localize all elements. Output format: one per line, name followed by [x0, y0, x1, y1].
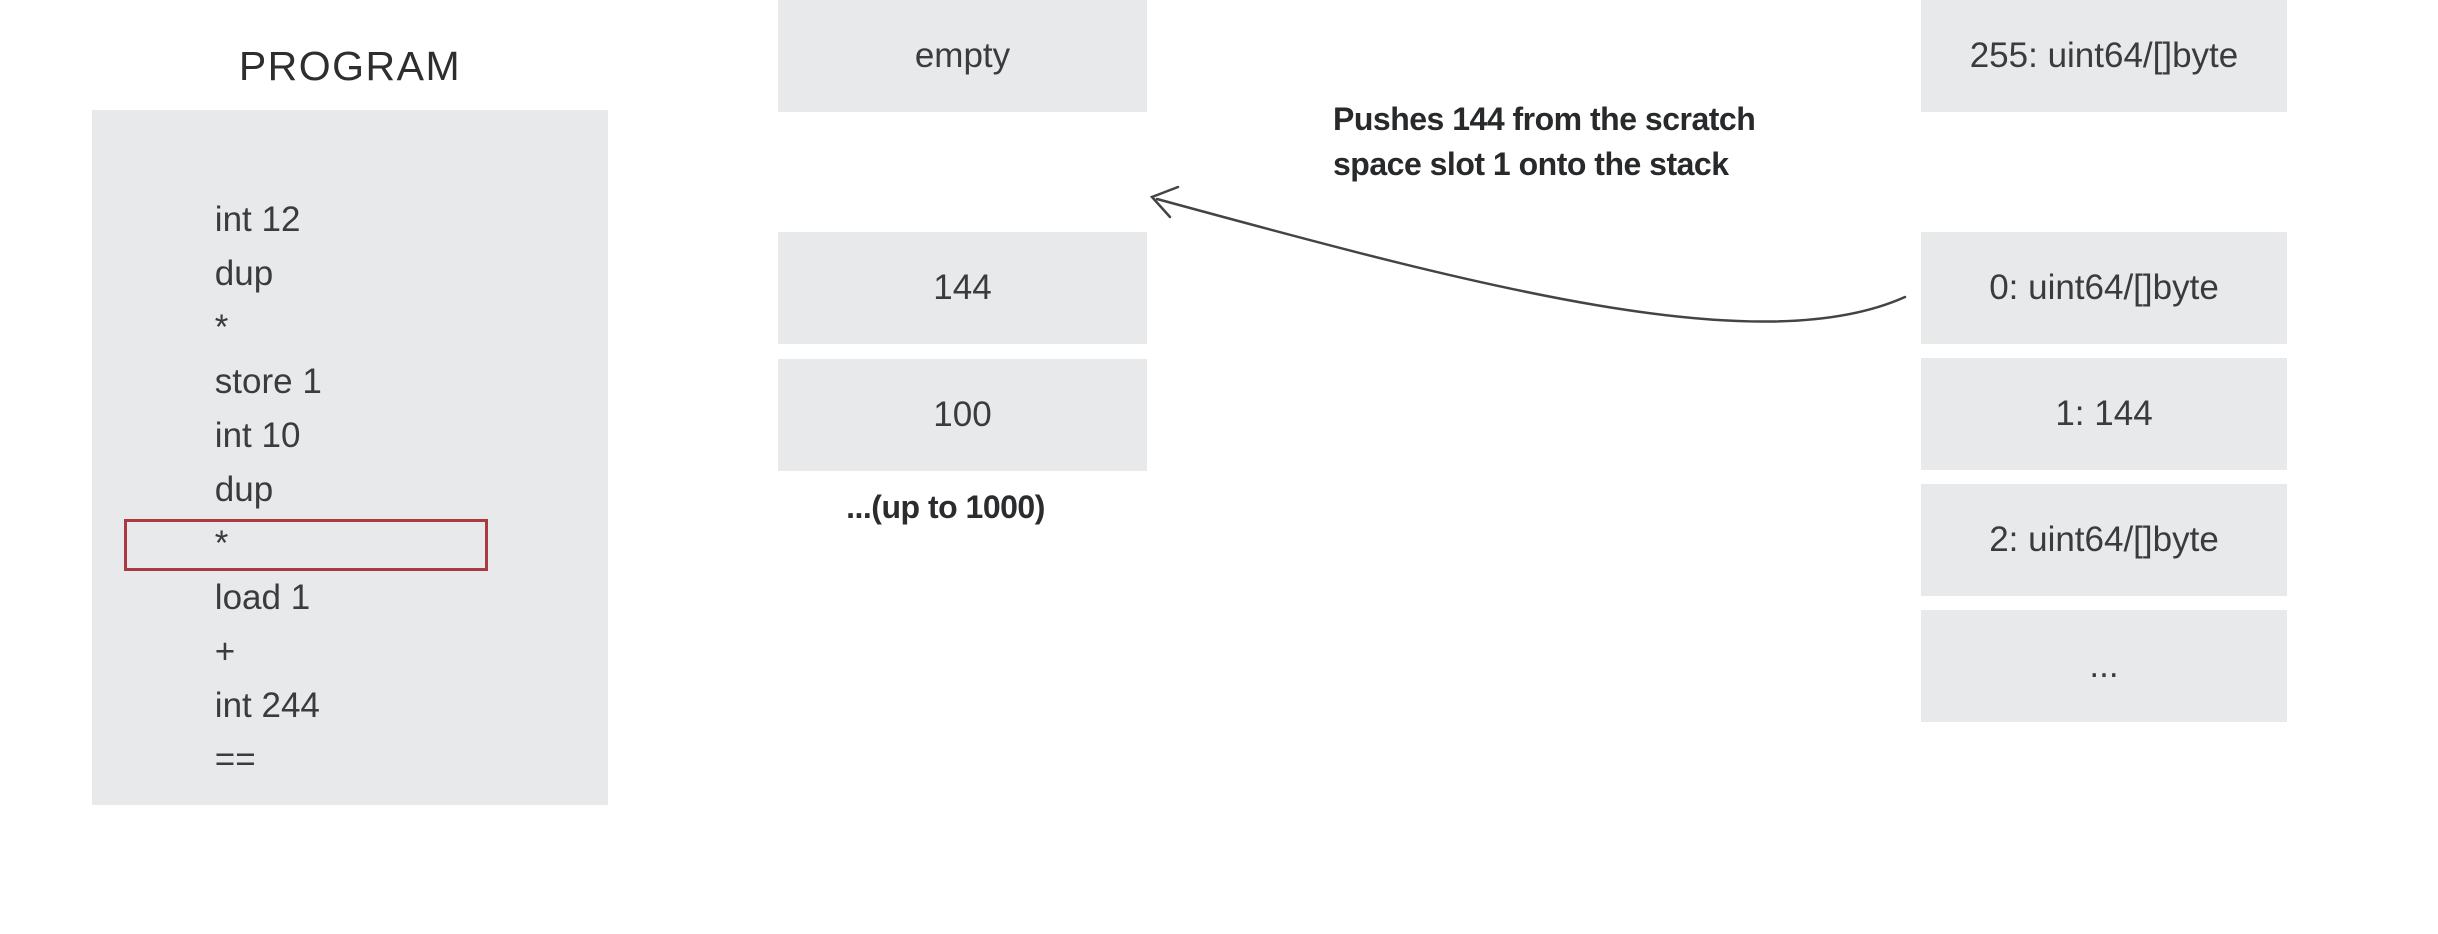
program-instruction-line: == [137, 679, 608, 779]
program-instruction-text: dup [214, 254, 274, 293]
stack-cell-value: 144 [933, 268, 992, 307]
stack-cell: empty [778, 0, 1147, 112]
scratch-space-cell-value: 2: uint64/[]byte [1989, 520, 2219, 559]
program-instruction-text: load 1 [214, 578, 311, 617]
scratch-space-cell: 2: uint64/[]byte [1921, 484, 2287, 596]
program-instruction-line: store 1 [137, 301, 608, 401]
program-instruction-line: int 12 [137, 139, 608, 239]
scratch-space-cell: ... [1921, 610, 2287, 722]
program-instruction-line: dup [137, 193, 608, 293]
program-instruction-text: + [214, 632, 236, 671]
program-column-title: PROGRAM [238, 43, 462, 89]
push-annotation: Pushes 144 from the scratch space slot 1… [1333, 97, 1756, 187]
program-instruction-text: * [214, 524, 229, 563]
program-instruction-text: int 244 [214, 686, 320, 725]
stack-cell: 100 [778, 359, 1147, 471]
program-instruction-text: int 12 [214, 200, 301, 239]
program-listing-box: int 12 dup * store 1 int 10 dup * load 1… [92, 110, 608, 805]
push-arrow-curve [1155, 197, 1907, 323]
program-instruction-text: * [214, 308, 229, 347]
program-instruction-line: int 244 [137, 625, 608, 725]
program-instruction-line: int 10 [137, 355, 608, 455]
push-arrow-head [1149, 185, 1180, 219]
program-instruction-line: load 1 [124, 517, 608, 617]
program-instruction-text: dup [214, 470, 274, 509]
scratch-space-cell-value: 1: 144 [2055, 394, 2153, 433]
scratch-space-cell: 255: uint64/[]byte [1921, 0, 2287, 112]
program-instruction-text: store 1 [214, 362, 322, 401]
stack-cell-value: empty [914, 36, 1011, 75]
scratch-space-cell-value: ... [2089, 646, 2119, 685]
stack-cell-value: 100 [933, 395, 992, 434]
program-instruction-text: int 10 [214, 416, 301, 455]
scratch-space-cell: 0: uint64/[]byte [1921, 232, 2287, 344]
stack-capacity-note: ...(up to 1000) [846, 489, 1045, 525]
scratch-space-cell-value: 0: uint64/[]byte [1989, 268, 2219, 307]
program-instruction-line: * [137, 463, 608, 563]
program-instruction-line: + [137, 571, 608, 671]
program-instruction-line: dup [137, 409, 608, 509]
push-annotation-line2: space slot 1 onto the stack [1333, 146, 1729, 182]
program-instruction-line: * [137, 247, 608, 347]
push-annotation-line1: Pushes 144 from the scratch [1333, 101, 1756, 137]
scratch-space-cell-value: 255: uint64/[]byte [1969, 36, 2239, 75]
stack-cell: 144 [778, 232, 1147, 344]
scratch-space-cell: 1: 144 [1921, 358, 2287, 470]
program-instruction-text: == [214, 740, 256, 779]
